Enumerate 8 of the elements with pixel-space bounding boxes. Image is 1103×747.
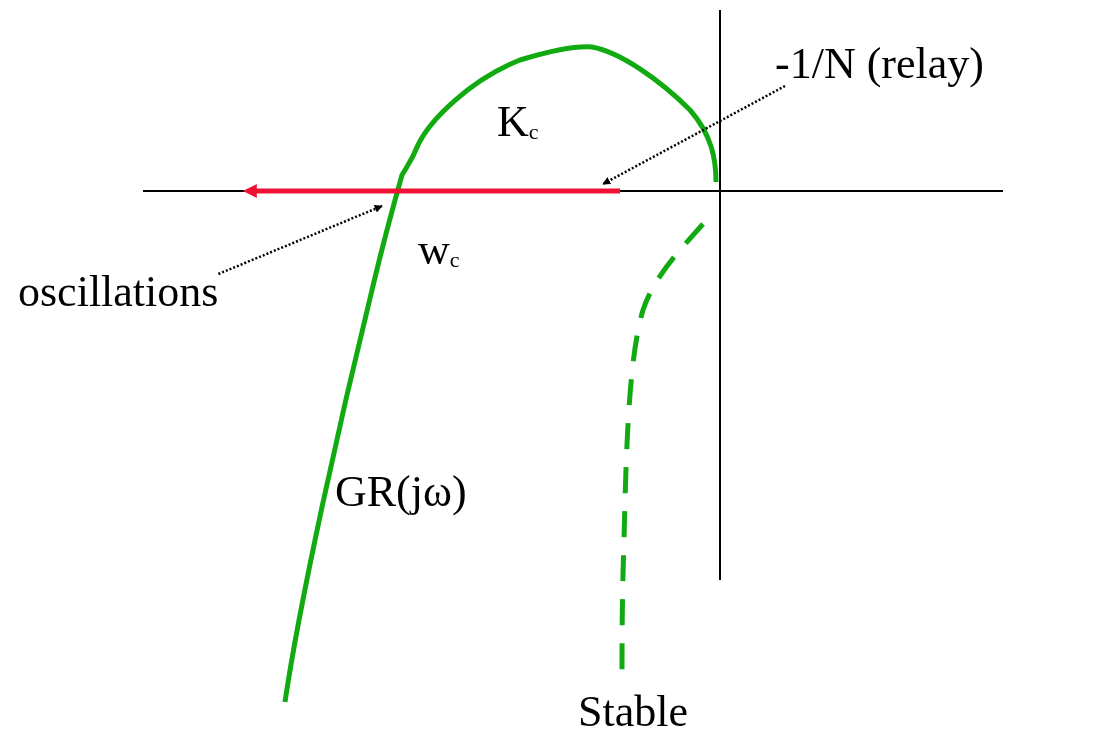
annotation-text: -1/N (relay) — [775, 42, 984, 86]
gain-label: K$_{c}$ — [497, 100, 539, 144]
curve-label: GR(jω) — [335, 470, 467, 514]
annotation-text: oscillations — [18, 270, 219, 314]
leader-line — [602, 84, 786, 186]
leader-line — [217, 204, 383, 276]
curve-label: Stable — [578, 690, 688, 734]
frequency-label: w$_{c}$ — [418, 228, 460, 272]
